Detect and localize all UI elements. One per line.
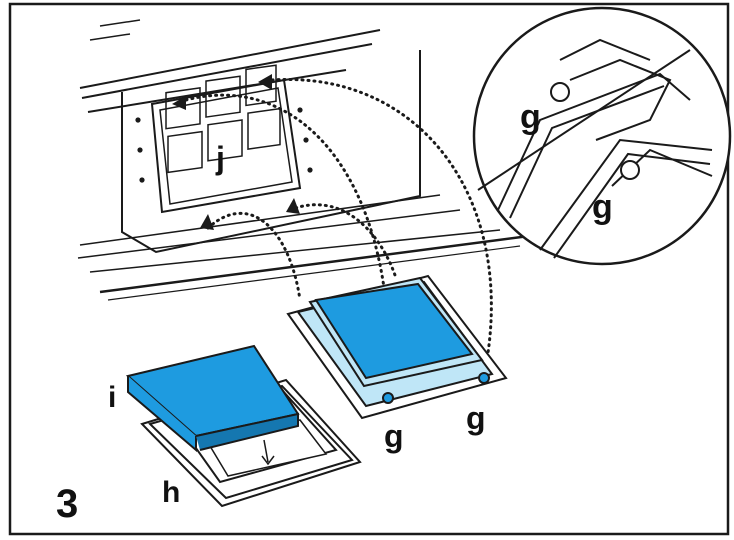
figure-border bbox=[8, 2, 730, 536]
appliance-underside bbox=[77, 19, 561, 301]
label-g-detail-top: g bbox=[520, 98, 541, 136]
label-j: j bbox=[216, 140, 225, 176]
step-number: 3 bbox=[56, 482, 79, 526]
label-g-detail-bottom: g bbox=[592, 188, 613, 226]
label-i: i bbox=[108, 381, 117, 414]
detail-circle bbox=[472, 6, 732, 266]
filter-housing-j bbox=[135, 64, 313, 214]
replacement-filter-unit bbox=[286, 274, 508, 420]
label-g-front-left: g bbox=[384, 418, 404, 454]
label-g-front-right: g bbox=[466, 400, 486, 436]
filter-mat-i bbox=[125, 344, 300, 453]
label-h: h bbox=[162, 476, 181, 509]
